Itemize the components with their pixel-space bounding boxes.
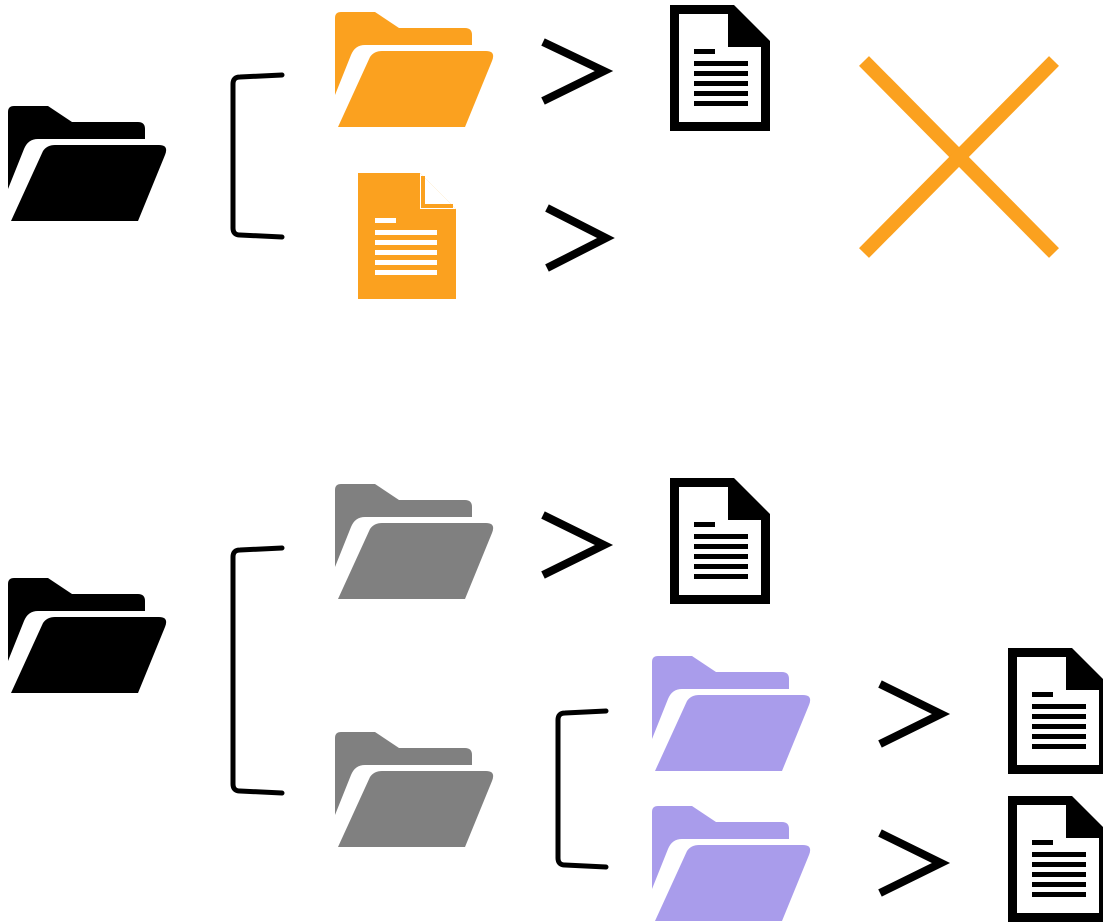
greater-than-icon: [541, 511, 614, 579]
bracket-icon: [555, 708, 609, 870]
bracket-icon: [230, 545, 285, 796]
root-folder-icon: [8, 106, 167, 221]
lavender-folder-icon: [652, 656, 811, 771]
orange-folder-icon: [335, 12, 494, 127]
root-folder-icon: [8, 578, 167, 693]
lavender-folder-icon: [652, 806, 811, 921]
document-icon: [1008, 648, 1103, 774]
gray-folder-icon: [335, 484, 494, 599]
orange-document-icon: [358, 173, 456, 299]
greater-than-icon: [878, 829, 951, 897]
document-icon: [670, 478, 770, 604]
bottom-group: [8, 478, 1103, 922]
document-icon: [1008, 796, 1103, 922]
cross-icon: [859, 56, 1059, 258]
greater-than-icon: [545, 204, 615, 272]
top-group: [8, 5, 1059, 299]
greater-than-icon: [541, 38, 614, 105]
greater-than-icon: [878, 680, 951, 748]
document-icon: [670, 5, 770, 131]
gray-folder-icon: [335, 732, 494, 847]
bracket-icon: [230, 72, 285, 240]
